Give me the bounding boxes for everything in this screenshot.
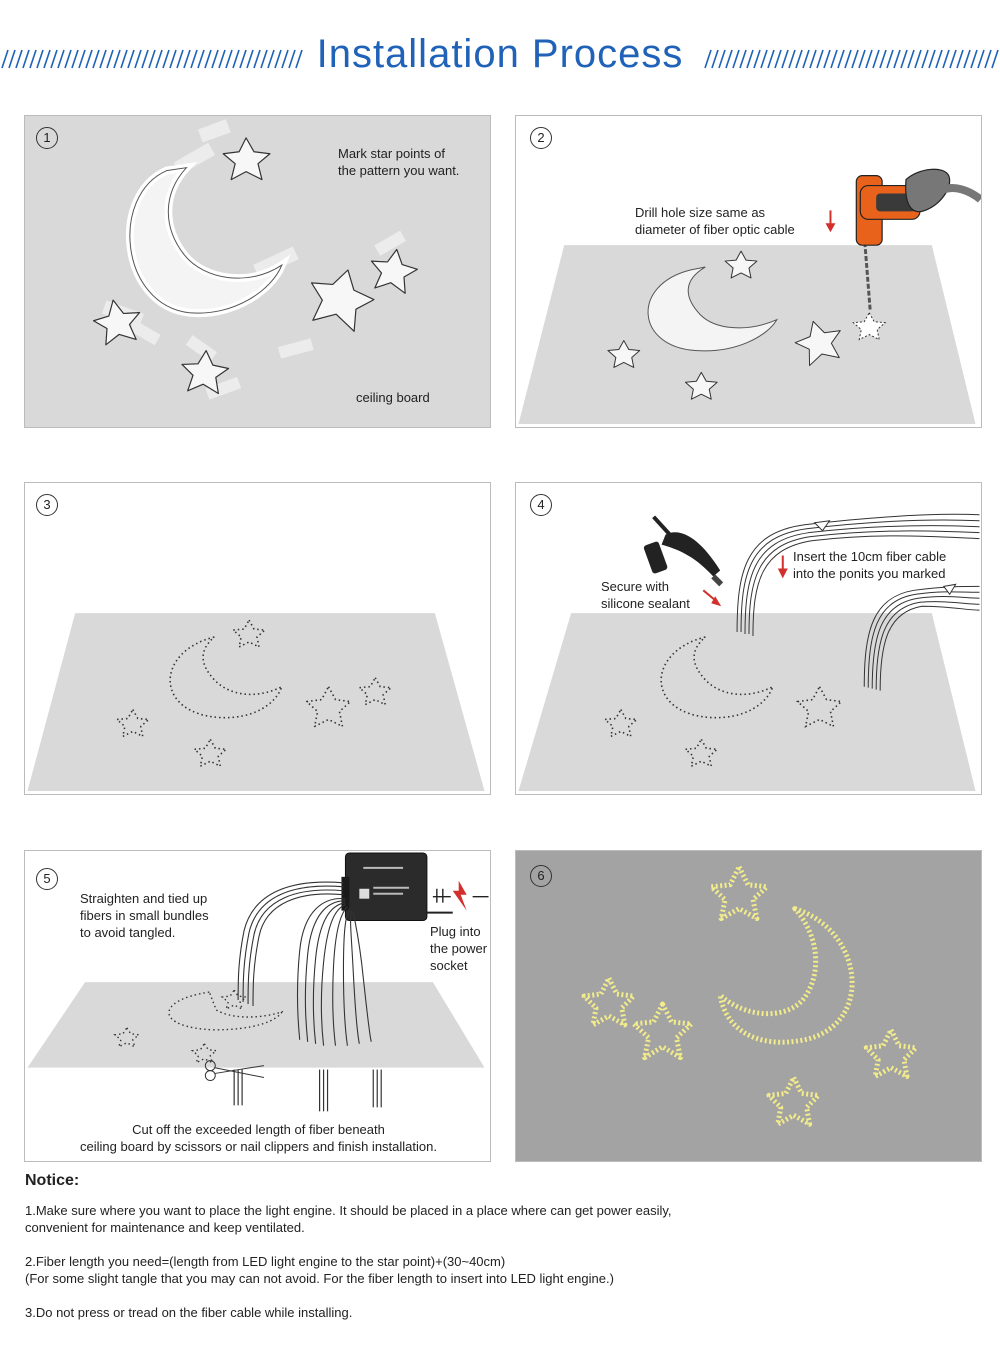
step-number: 1 — [36, 127, 58, 149]
step-number: 4 — [530, 494, 552, 516]
step-2-illustration — [518, 168, 981, 425]
plug-into-socket-caption: Plug into the power socket — [430, 924, 488, 973]
step-4-panel: 4 Insert the 10cm fiber cable into the p… — [515, 482, 982, 795]
left-hatch-decoration — [1, 49, 303, 69]
ceiling-board-label: ceiling board — [356, 390, 430, 405]
right-hatch-decoration — [704, 49, 999, 69]
notice-item: 1.Make sure where you want to place the … — [25, 1203, 672, 1235]
step-3-illustration — [27, 613, 485, 792]
step-5-panel: 5 Straighten and tied up fibers in small… — [24, 850, 491, 1162]
step-5-illustration — [27, 852, 489, 1112]
cut-fiber-caption: Cut off the exceeded length of fiber ben… — [80, 1122, 437, 1154]
notice-item: 2.Fiber length you need=(length from LED… — [25, 1254, 614, 1286]
secure-sealant-caption: Secure with silicone sealant — [601, 579, 690, 611]
straighten-fibers-caption: Straighten and tied up fibers in small b… — [80, 891, 209, 940]
step-1-panel: 1 Mark star points of the pattern you wa… — [24, 115, 491, 428]
insert-fiber-caption: Insert the 10cm fiber cable into the pon… — [793, 549, 947, 581]
notice-heading: Notice: — [25, 1172, 80, 1189]
step-number: 2 — [530, 127, 552, 149]
step-3-panel: 3 — [24, 482, 491, 795]
step-2-panel: 2 Drill hole size same as diameter of fi… — [515, 115, 982, 428]
step-1-illustration — [92, 119, 419, 400]
step-number: 6 — [530, 865, 552, 887]
step-number: 5 — [36, 868, 58, 890]
step-6-panel: 6 — [515, 850, 982, 1162]
step-number: 3 — [36, 494, 58, 516]
header: Installation Process — [0, 28, 1000, 84]
step-1-caption: Mark star points of the pattern you want… — [338, 146, 460, 178]
notice-item: 3.Do not press or tread on the fiber cab… — [25, 1305, 353, 1320]
page-title: Installation Process — [316, 32, 684, 76]
step-4-illustration — [518, 513, 980, 792]
step-2-caption: Drill hole size same as diameter of fibe… — [635, 205, 795, 237]
notice-section: Notice: 1.Make sure where you want to pl… — [25, 1172, 975, 1338]
step-6-illustration — [581, 864, 919, 1127]
